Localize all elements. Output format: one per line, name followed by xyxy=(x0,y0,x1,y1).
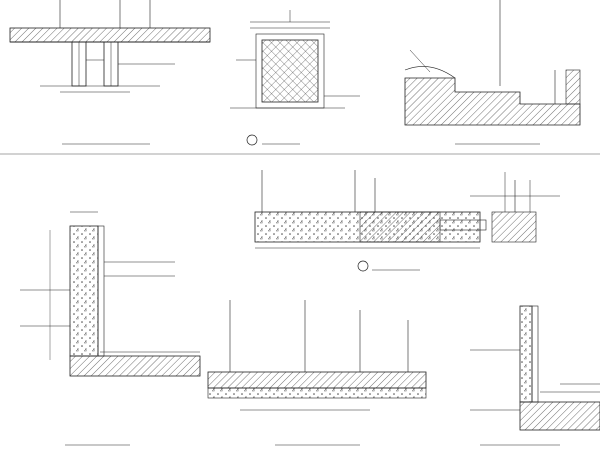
detail-1 xyxy=(9,0,211,145)
detail-4 xyxy=(20,211,201,446)
detail-marker xyxy=(246,134,258,146)
wall-section xyxy=(69,225,99,357)
detail-8 xyxy=(470,172,560,212)
floor-slab xyxy=(69,355,201,377)
detail-3 xyxy=(404,0,581,145)
floor-slab xyxy=(9,27,211,43)
detail-2 xyxy=(230,10,360,146)
floor-slab xyxy=(519,401,600,431)
stepped-slab xyxy=(404,77,581,126)
detail-6 xyxy=(207,300,427,446)
detail-marker xyxy=(357,260,369,272)
drain-grate xyxy=(439,219,487,231)
detail-7 xyxy=(470,305,600,446)
floor-slab xyxy=(207,371,427,389)
detail-5 xyxy=(254,170,537,272)
wall-section xyxy=(261,39,319,103)
wall-section xyxy=(519,305,533,403)
